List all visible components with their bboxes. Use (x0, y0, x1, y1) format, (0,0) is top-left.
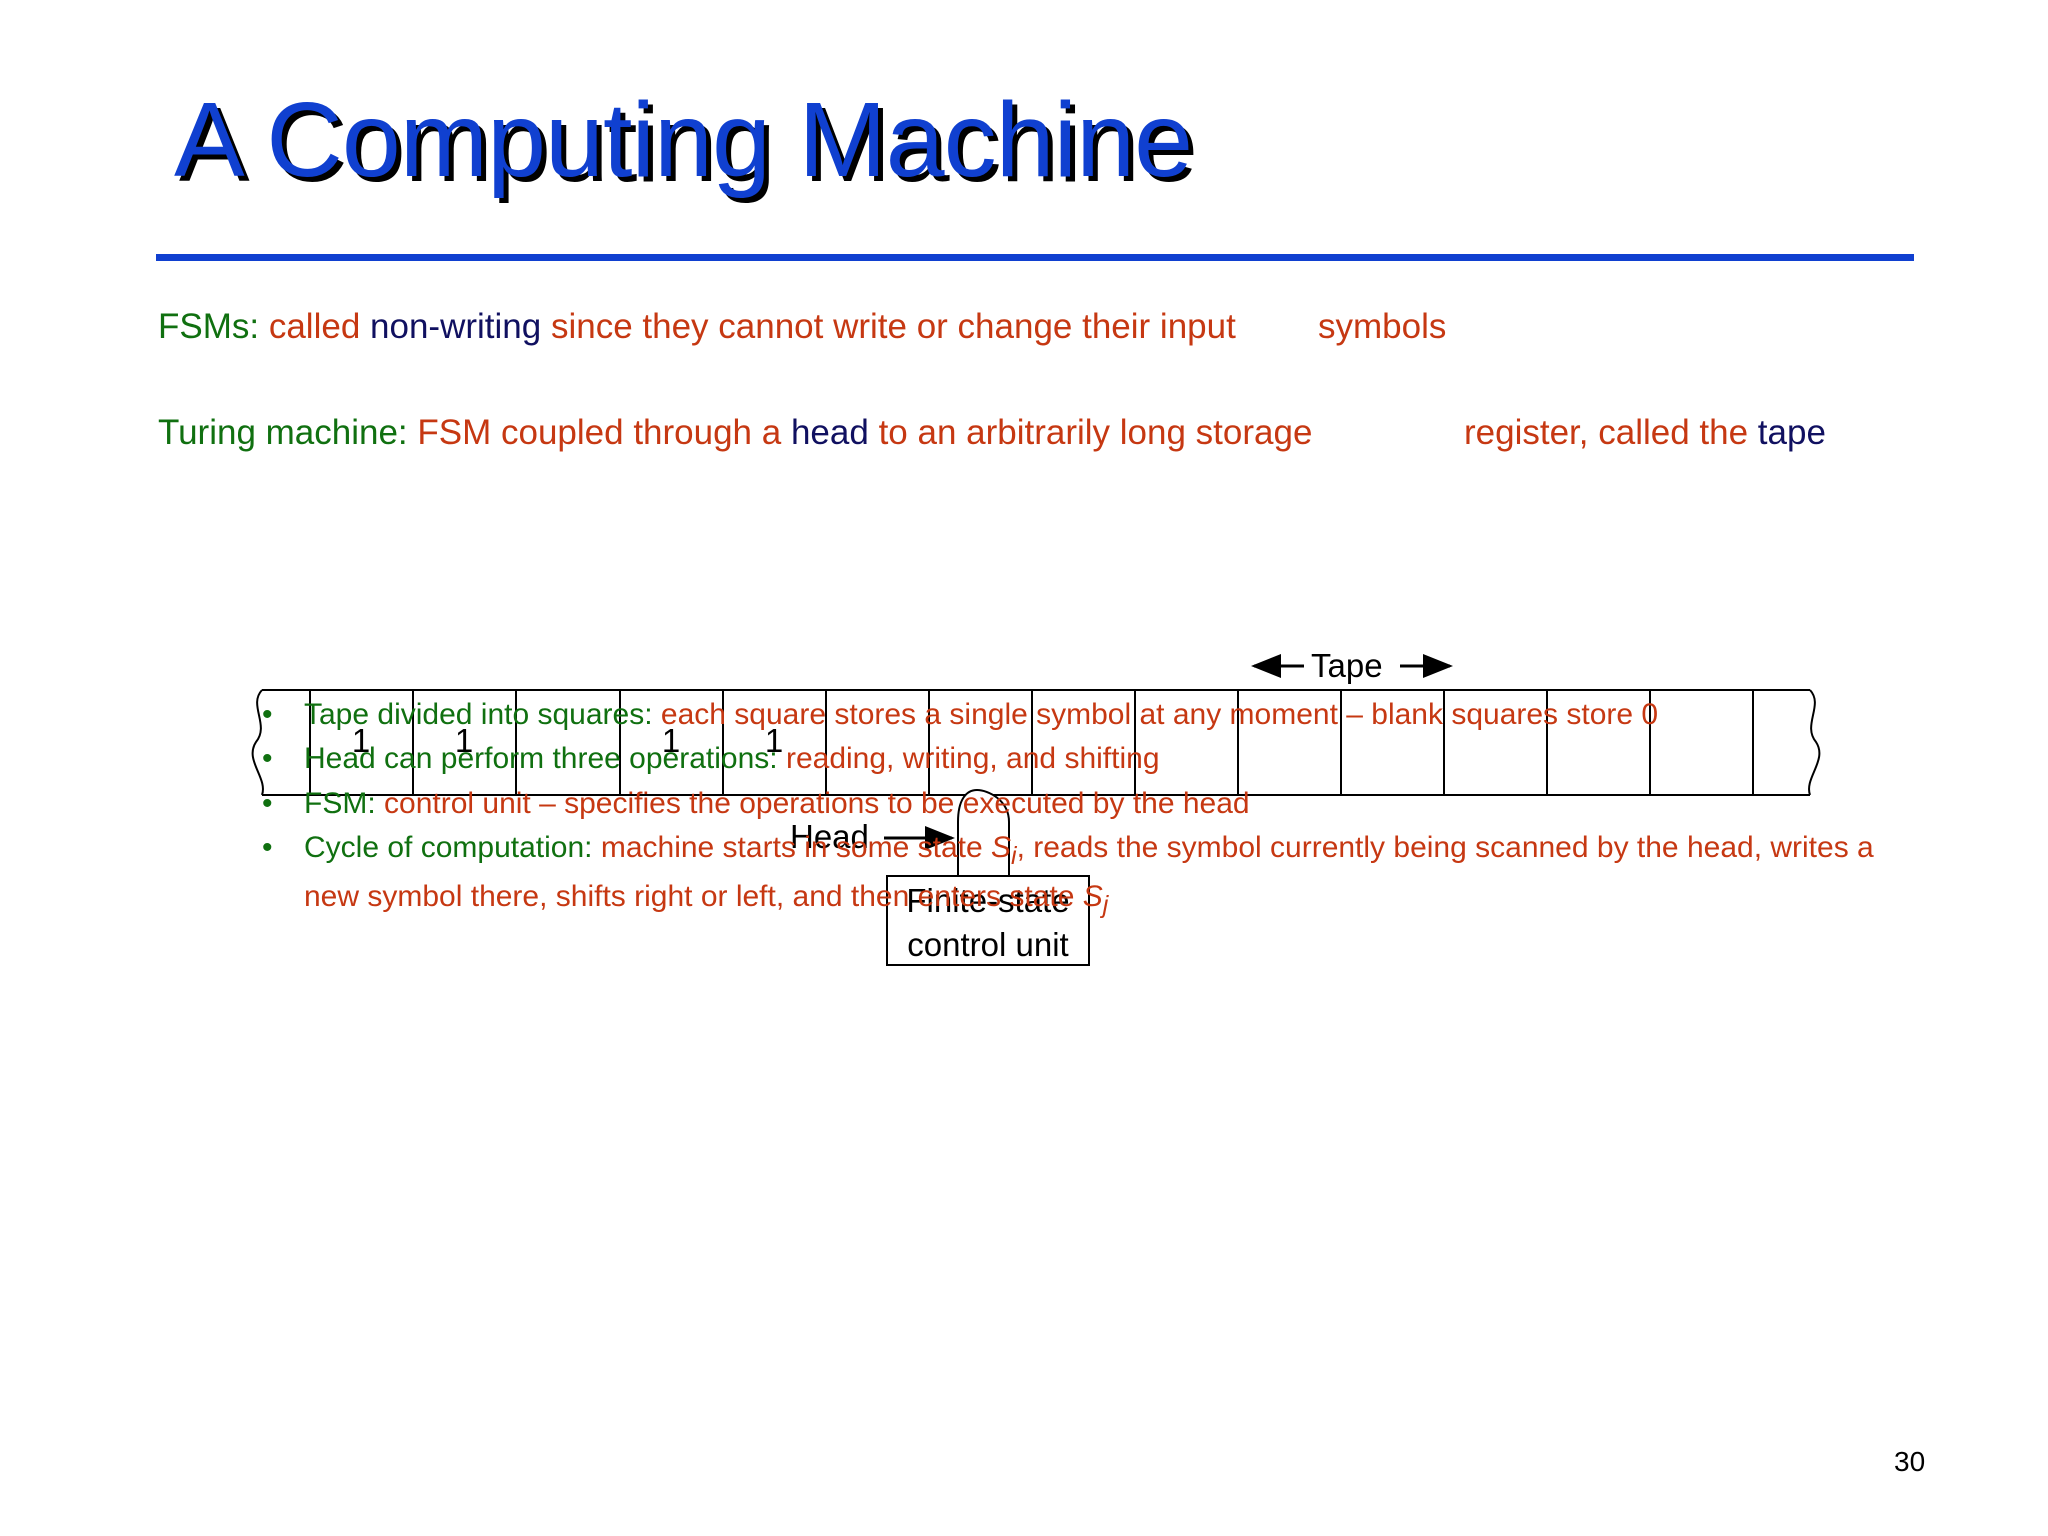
bullet-lead: FSM: (304, 786, 376, 820)
bullet-item: • Tape divided into squares: each square… (262, 693, 1902, 737)
slide-title: A Computing Machine (174, 81, 1193, 199)
turing-text-2: to an arbitrarily long storage (878, 413, 1313, 452)
tape (251, 689, 1821, 796)
bullet-lead: Head can perform three operations: (304, 742, 778, 776)
bullet-item: • FSM: control unit – specifies the oper… (262, 782, 1902, 826)
bullet-list: • Tape divided into squares: each square… (262, 693, 1902, 924)
bullet-item: • Head can perform three operations: rea… (262, 737, 1902, 781)
turing-highlight-tape: tape (1757, 413, 1826, 452)
head-label: Head (790, 818, 869, 855)
bullet-dot: • (262, 786, 273, 820)
bullet-text: reading, writing, and shifting (785, 742, 1160, 776)
turing-text-1: FSM coupled through a (417, 413, 782, 452)
bullet-text-b: , reads the symbol currently being scann… (304, 831, 1874, 914)
turing-highlight-head: head (790, 413, 869, 452)
bullet-lead: Cycle of computation: (304, 831, 593, 865)
turing-term: Turing machine: (158, 413, 408, 452)
tape-symbol: 1 (765, 722, 783, 759)
head-shape (957, 788, 1010, 876)
fsm-highlight: non-writing (370, 307, 542, 346)
page-number: 30 (1894, 1446, 1926, 1477)
fsm-term: FSMs: (158, 307, 260, 346)
bullet-text: control unit – specifies the operations … (384, 786, 1250, 820)
tape-label-group: Tape (1251, 647, 1453, 684)
bullet-dot: • (262, 698, 273, 731)
head-group: Head (790, 788, 1010, 876)
tape-cell-dividers (309, 690, 1754, 795)
state-si: Si (991, 831, 1017, 871)
control-unit-label-1: Finite-state (906, 882, 1069, 919)
bullet-dot: • (262, 831, 273, 865)
tape-symbol: 1 (662, 722, 680, 759)
control-unit-label-2: control unit (907, 926, 1068, 963)
bullet-item: • Cycle of computation: machine starts i… (262, 826, 1924, 924)
bullet-text: each square stores a single symbol at an… (660, 698, 1659, 731)
control-unit-box (886, 875, 1090, 966)
turing-text-3: register, called the (1464, 413, 1749, 452)
tape-symbol: 1 (352, 722, 370, 759)
tape-symbols: 1 1 1 1 (352, 722, 783, 759)
fsm-text-3: symbols (1318, 307, 1447, 346)
turing-definition: Turing machine: FSM coupled through a he… (158, 412, 1312, 454)
tape-left-break (251, 689, 264, 796)
bullet-text-a: machine starts in some state (600, 831, 983, 865)
state-sj: Sj (1082, 880, 1109, 920)
turing-definition-end: register, called the tape (1464, 412, 1826, 454)
fsm-text-1: called (268, 307, 361, 346)
fsm-text-2: since they cannot write or change their … (550, 307, 1236, 346)
control-unit: Finite-state control unit (886, 875, 1090, 966)
fsm-definition: FSMs: called non-writing since they cann… (158, 306, 1236, 348)
tape-label: Tape (1311, 647, 1383, 684)
title-divider (156, 254, 1914, 261)
tape-symbol: 1 (455, 722, 473, 759)
bullet-dot: • (262, 742, 273, 776)
bullet-lead: Tape divided into squares: (304, 698, 653, 731)
tape-right-break (1808, 689, 1821, 796)
